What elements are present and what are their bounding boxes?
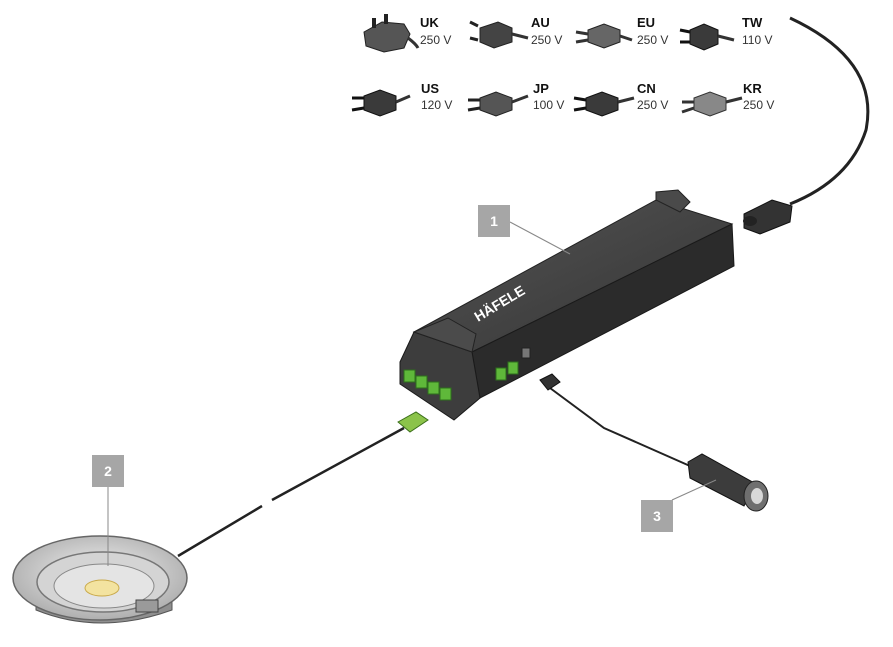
plug-us-icon: [351, 89, 411, 117]
led-cable-connector-icon: [397, 411, 429, 433]
plug-code-au: AU: [531, 15, 550, 30]
plug-code-kr: KR: [743, 81, 762, 96]
plug-cn-icon: [573, 91, 635, 117]
callout-1: 1: [478, 205, 510, 237]
plug-voltage-cn: 250 V: [637, 98, 669, 112]
plug-voltage-eu: 250 V: [637, 33, 669, 47]
plug-voltage-kr: 250 V: [743, 98, 775, 112]
plug-code-us: US: [421, 81, 440, 96]
callout-3: 3: [641, 500, 673, 532]
plug-code-eu: EU: [637, 15, 656, 30]
plug-voltage-tw: 110 V: [742, 33, 773, 47]
callout-2: 2: [92, 455, 124, 487]
plug-tw-icon: [679, 23, 735, 51]
plug-uk-icon: [363, 14, 420, 53]
plug-kr-icon: [681, 91, 743, 117]
plug-eu-icon: [575, 23, 633, 49]
plug-voltage-au: 250 V: [531, 33, 563, 47]
plug-code-uk: UK: [420, 15, 439, 30]
sensor-plug-icon: [539, 373, 561, 391]
callout-3-leader: [671, 479, 717, 501]
led-cable: [177, 426, 405, 558]
power-cable: [789, 16, 870, 206]
led-driver-box: [399, 189, 735, 421]
plug-au-icon: [469, 20, 529, 49]
plug-voltage-uk: 250 V: [420, 33, 452, 47]
plug-code-cn: CN: [637, 81, 656, 96]
plug-code-jp: JP: [533, 81, 549, 96]
led-spotlight: [12, 535, 188, 624]
plug-voltage-us: 120 V: [421, 98, 453, 112]
driver-output-connectors: [403, 369, 452, 401]
plug-jp-icon: [467, 91, 529, 117]
plug-code-tw: TW: [742, 15, 763, 30]
power-connector-icon: [743, 199, 793, 235]
driver-sensor-connectors: [495, 347, 531, 381]
sensor-cable: [549, 387, 691, 467]
plug-voltage-jp: 100 V: [533, 98, 565, 112]
switch-sensor: [687, 453, 769, 512]
callout-1-leader: [509, 221, 571, 255]
